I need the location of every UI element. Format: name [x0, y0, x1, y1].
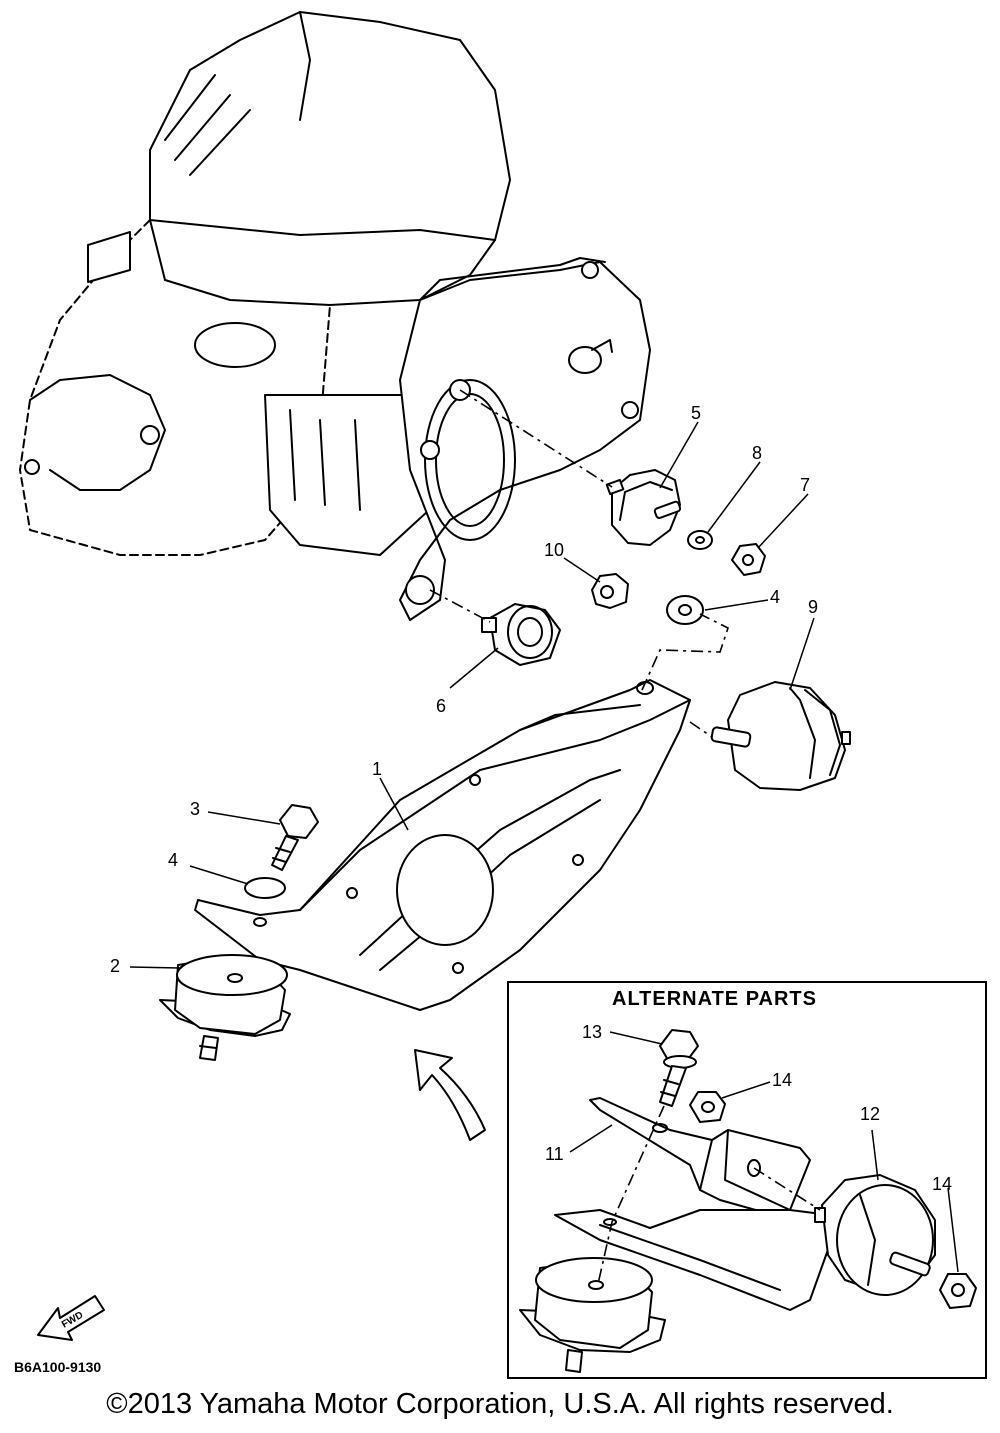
forward-arrow-icon: FWD: [37, 1295, 105, 1341]
callout-4-upper: 4: [770, 587, 780, 607]
part-13-bolt: [659, 1029, 699, 1107]
callout-leaders: [129, 421, 815, 969]
callout-2: 2: [110, 956, 120, 976]
part-3-bolt: [271, 804, 319, 871]
callout-3: 3: [190, 799, 200, 819]
part-4-washer-lower: [244, 877, 286, 899]
alt-rubber-mount: [519, 1257, 666, 1373]
callout-9: 9: [808, 597, 818, 617]
part-6-bushing: [481, 603, 561, 666]
part-14-nut-lower: [939, 1273, 977, 1309]
assembly-lines: [429, 389, 729, 738]
part-4-washer-upper: [666, 595, 704, 625]
copyright-notice: ©2013 Yamaha Motor Corporation, U.S.A. A…: [106, 1388, 894, 1420]
part-12-mount: [814, 1174, 936, 1296]
part-7-nut: [731, 543, 766, 576]
part-11-bracket: [589, 1097, 811, 1215]
part-5-damper: [605, 469, 682, 546]
callout-8: 8: [752, 443, 762, 463]
callout-7: 7: [800, 475, 810, 495]
callout-13: 13: [582, 1022, 602, 1042]
callout-14-lower: 14: [932, 1174, 952, 1194]
figure-code: B6A100-9130: [14, 1359, 101, 1375]
alternate-parts-title: ALTERNATE PARTS: [612, 988, 817, 1010]
callout-6: 6: [436, 696, 446, 716]
part-1-bracket: [194, 679, 691, 1011]
part-8-washer: [687, 530, 713, 550]
part-10-nut: [591, 573, 629, 609]
engine-block: [19, 11, 651, 621]
callout-14-upper: 14: [772, 1070, 792, 1090]
alternate-parts-box: ALTERNATE PARTS: [507, 981, 987, 1379]
callout-11: 11: [545, 1144, 564, 1164]
callout-5: 5: [691, 403, 701, 423]
curved-arrow-icon: [414, 1049, 486, 1141]
part-2-mount: [159, 954, 291, 1061]
callout-4-lower: 4: [168, 850, 178, 870]
callout-12: 12: [860, 1104, 880, 1124]
callout-10: 10: [544, 540, 564, 560]
part-14-nut-upper: [689, 1091, 726, 1123]
part-9-mount: [710, 681, 851, 791]
callout-1: 1: [372, 759, 382, 779]
